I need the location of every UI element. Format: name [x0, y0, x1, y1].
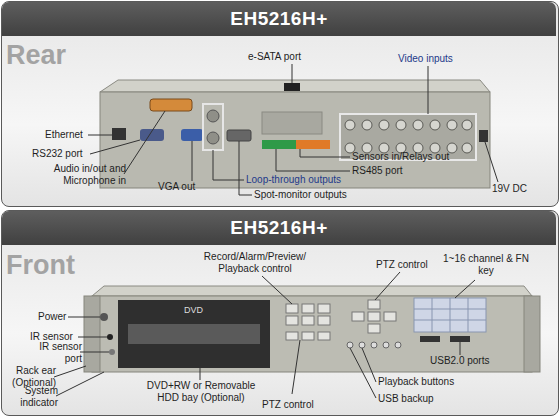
callout-label: 19V DC: [492, 183, 527, 195]
callout-label: PTZ control: [376, 259, 428, 271]
callout-label: IR sensor port: [30, 341, 82, 365]
callout-label: PTZ control: [262, 399, 314, 411]
callout-label: Playback buttons: [378, 376, 454, 388]
callout-label: Loop-through outputs: [246, 174, 341, 186]
callout-label: Power: [38, 311, 66, 323]
callout-label: e-SATA port: [248, 51, 301, 63]
callout-label: VGA out: [158, 181, 195, 193]
title-band: EH5216H+: [2, 211, 556, 245]
callout-label: Ethernet: [45, 129, 83, 141]
callout-label: Spot-monitor outputs: [254, 189, 347, 201]
model-name: EH5216H+: [230, 8, 327, 30]
callout-label: Audio in/out and Microphone in: [18, 163, 126, 187]
callout-label: System indicator: [6, 385, 58, 409]
title-band: EH5216H+: [2, 2, 556, 36]
callout-label: Video inputs: [398, 53, 453, 65]
callout-label: RS232 port: [32, 148, 83, 160]
view-heading: Rear: [6, 40, 66, 71]
callout-label: 1~16 channel & FN key: [440, 253, 532, 277]
callout-label: Sensors in/Relays out: [352, 151, 449, 163]
callout-label: Record/Alarm/Preview/ Playback control: [196, 251, 314, 275]
callout-label: DVD+RW or Removable HDD bay (Optional): [140, 380, 262, 404]
view-heading: Front: [6, 250, 75, 281]
callout-label: RS485 port: [352, 165, 403, 177]
model-name: EH5216H+: [230, 217, 327, 239]
callout-label: USB2.0 ports: [430, 355, 489, 367]
callout-label: DVD: [184, 305, 203, 315]
callout-label: USB backup: [378, 393, 434, 405]
